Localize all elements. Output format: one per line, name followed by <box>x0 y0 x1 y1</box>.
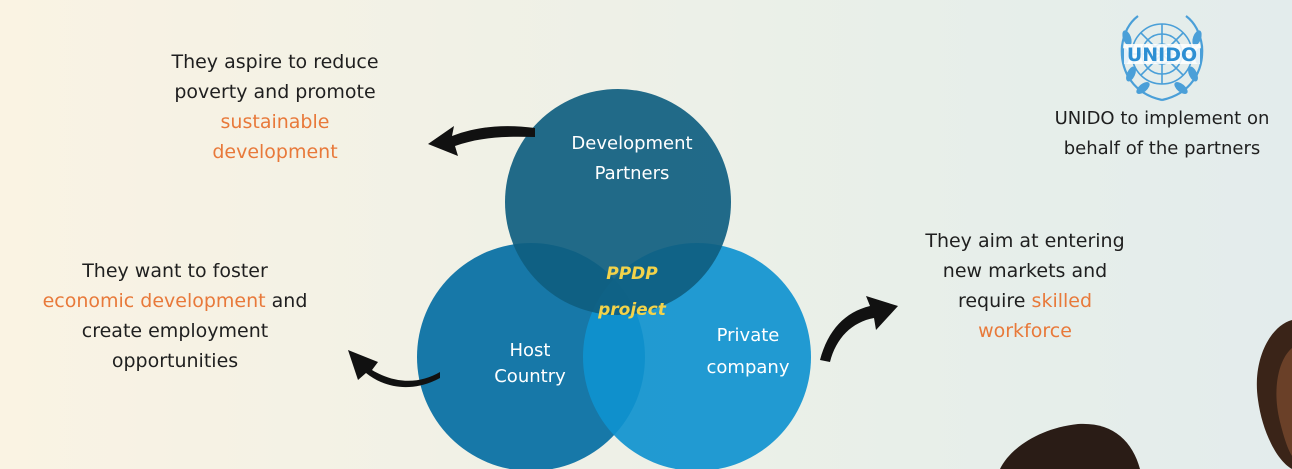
unido-line2: behalf of the partners <box>1063 138 1261 159</box>
left-bottom-line4: opportunities <box>111 350 239 372</box>
people-photo <box>1000 320 1292 469</box>
left-top-line1: They aspire to reduce <box>171 51 379 73</box>
person-woman-hair <box>1000 423 1140 469</box>
left-bottom-highlight: economic development <box>42 290 266 312</box>
left-bottom-line3: create employment <box>81 320 269 342</box>
arrow-private-company <box>820 296 898 362</box>
left-top-line2: poverty and promote <box>174 81 376 103</box>
left-top-text: They aspire to reduce poverty and promot… <box>120 47 430 167</box>
label-partners: Partners <box>595 163 670 184</box>
right-mid-line1: They aim at entering <box>925 230 1125 252</box>
unido-logo: UNIDO <box>1112 8 1212 108</box>
label-ppdp: PPDP <box>606 264 658 284</box>
left-top-highlight2: development <box>212 141 338 163</box>
right-mid-line3-prefix: require <box>957 290 1032 312</box>
label-company: company <box>707 357 790 378</box>
left-bottom-line1: They want to foster <box>82 260 268 282</box>
unido-caption: UNIDO to implement on behalf of the part… <box>1022 104 1292 164</box>
circle-development-partners <box>505 89 731 315</box>
right-mid-highlight2: workforce <box>978 320 1072 342</box>
label-country: Country <box>494 366 566 387</box>
person-man-face <box>1276 348 1292 456</box>
label-private: Private <box>717 325 780 346</box>
right-mid-line2: new markets and <box>942 260 1108 282</box>
label-host: Host <box>510 340 551 361</box>
left-bottom-text: They want to foster economic development… <box>0 256 350 376</box>
left-bottom-after-highlight: and <box>265 290 308 312</box>
right-mid-text: They aim at entering new markets and req… <box>880 226 1170 346</box>
left-bottom-line2: economic development and <box>0 286 350 316</box>
arrow-host-country <box>348 350 440 388</box>
right-mid-highlight1: skilled <box>1031 290 1093 312</box>
unido-line1: UNIDO to implement on <box>1054 108 1270 129</box>
unido-logo-text: UNIDO <box>1127 44 1197 66</box>
label-project: project <box>597 300 667 320</box>
arrow-development-partners <box>428 126 535 156</box>
right-mid-line3: require skilled <box>880 286 1170 316</box>
left-top-highlight1: sustainable <box>220 111 330 133</box>
label-development: Development <box>571 133 692 154</box>
